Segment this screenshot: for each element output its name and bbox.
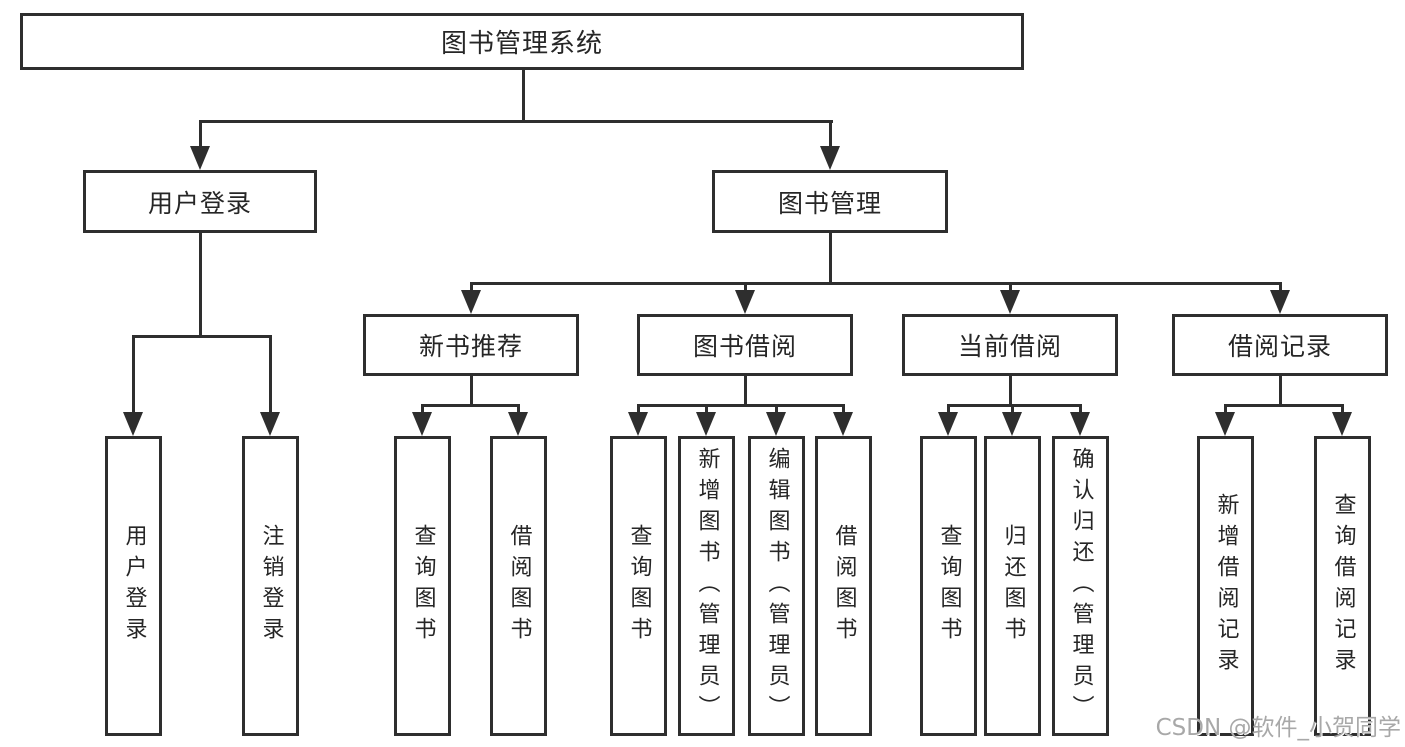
arrow-down-icon bbox=[1002, 412, 1022, 436]
arrow-down-icon bbox=[1270, 290, 1290, 314]
connector-shaft bbox=[705, 404, 708, 416]
connector-root-stem bbox=[522, 70, 525, 120]
leaf-confirm-return-admin-label: 确认归还（管理员） bbox=[1068, 446, 1094, 726]
arrow-down-icon bbox=[508, 412, 528, 436]
connector-stem bbox=[470, 376, 473, 406]
leaf-logout-label: 注销登录 bbox=[258, 524, 284, 648]
connector-shaft bbox=[132, 335, 135, 415]
connector-shaft bbox=[842, 404, 845, 416]
connector-shaft bbox=[1341, 404, 1344, 416]
connector-level3-bus bbox=[470, 282, 1282, 285]
connector-shaft bbox=[1279, 282, 1282, 294]
arrow-down-icon bbox=[735, 290, 755, 314]
node-current-borrow: 当前借阅 bbox=[902, 314, 1118, 376]
leaf-query-book-3: 查询图书 bbox=[920, 436, 977, 736]
connector-bus bbox=[1224, 404, 1344, 407]
leaf-return-book-label: 归还图书 bbox=[1000, 524, 1026, 648]
arrow-down-icon bbox=[123, 412, 143, 436]
node-current-borrow-label: 当前借阅 bbox=[957, 332, 1062, 361]
arrow-down-icon bbox=[412, 412, 432, 436]
node-user-login: 用户登录 bbox=[83, 170, 317, 233]
node-book-management: 图书管理 bbox=[712, 170, 948, 233]
node-book-borrow: 图书借阅 bbox=[637, 314, 853, 376]
connector-shaft bbox=[829, 120, 832, 148]
connector-shaft bbox=[775, 404, 778, 416]
connector-bus bbox=[132, 335, 272, 338]
connector-level2-bus bbox=[199, 120, 833, 123]
connector-shaft bbox=[199, 120, 202, 148]
leaf-query-book-1-label: 查询图书 bbox=[410, 524, 436, 648]
leaf-borrow-book-1: 借阅图书 bbox=[490, 436, 547, 736]
connector-shaft bbox=[1224, 404, 1227, 416]
connector-stem bbox=[199, 233, 202, 335]
connector-shaft bbox=[470, 282, 473, 294]
node-root: 图书管理系统 bbox=[20, 13, 1024, 70]
leaf-confirm-return-admin: 确认归还（管理员） bbox=[1052, 436, 1109, 736]
node-new-book-recommend: 新书推荐 bbox=[363, 314, 579, 376]
leaf-query-book-2-label: 查询图书 bbox=[626, 524, 652, 648]
leaf-add-book-admin: 新增图书（管理员） bbox=[678, 436, 735, 736]
leaf-query-book-2: 查询图书 bbox=[610, 436, 667, 736]
arrow-down-icon bbox=[260, 412, 280, 436]
connector-bus bbox=[637, 404, 845, 407]
arrow-down-icon bbox=[190, 146, 210, 170]
arrow-down-icon bbox=[1000, 290, 1020, 314]
leaf-borrow-book-2: 借阅图书 bbox=[815, 436, 872, 736]
arrow-down-icon bbox=[833, 412, 853, 436]
connector-shaft bbox=[637, 404, 640, 416]
leaf-query-book-3-label: 查询图书 bbox=[936, 524, 962, 648]
connector-shaft bbox=[1079, 404, 1082, 416]
node-new-book-recommend-label: 新书推荐 bbox=[418, 332, 523, 361]
connector-bus bbox=[947, 404, 1081, 407]
arrow-down-icon bbox=[461, 290, 481, 314]
leaf-logout: 注销登录 bbox=[242, 436, 299, 736]
arrow-down-icon bbox=[1215, 412, 1235, 436]
arrow-down-icon bbox=[766, 412, 786, 436]
node-book-management-label: 图书管理 bbox=[777, 188, 882, 218]
leaf-edit-book-admin: 编辑图书（管理员） bbox=[748, 436, 805, 736]
connector-stem bbox=[744, 376, 747, 406]
leaf-borrow-book-1-label: 借阅图书 bbox=[506, 524, 532, 648]
leaf-return-book: 归还图书 bbox=[984, 436, 1041, 736]
node-borrow-record-label: 借阅记录 bbox=[1227, 332, 1332, 361]
arrow-down-icon bbox=[1070, 412, 1090, 436]
csdn-watermark: CSDN @软件_小贺同学 bbox=[1155, 715, 1401, 741]
connector-shaft bbox=[1011, 404, 1014, 416]
node-root-label: 图书管理系统 bbox=[440, 29, 603, 59]
leaf-query-borrow-record: 查询借阅记录 bbox=[1314, 436, 1371, 736]
leaf-user-login: 用户登录 bbox=[105, 436, 162, 736]
connector-shaft bbox=[947, 404, 950, 416]
arrow-down-icon bbox=[820, 146, 840, 170]
leaf-query-book-1: 查询图书 bbox=[394, 436, 451, 736]
connector-shaft bbox=[269, 335, 272, 415]
arrow-down-icon bbox=[628, 412, 648, 436]
leaf-add-book-admin-label: 新增图书（管理员） bbox=[694, 446, 720, 726]
leaf-edit-book-admin-label: 编辑图书（管理员） bbox=[764, 446, 790, 726]
arrow-down-icon bbox=[938, 412, 958, 436]
leaf-add-borrow-record-label: 新增借阅记录 bbox=[1213, 493, 1239, 679]
connector-shaft bbox=[1009, 282, 1012, 294]
arrow-down-icon bbox=[696, 412, 716, 436]
leaf-borrow-book-2-label: 借阅图书 bbox=[831, 524, 857, 648]
leaf-add-borrow-record: 新增借阅记录 bbox=[1197, 436, 1254, 736]
connector-stem bbox=[1009, 376, 1012, 406]
leaf-user-login-label: 用户登录 bbox=[121, 524, 147, 648]
node-book-borrow-label: 图书借阅 bbox=[692, 332, 797, 361]
arrow-down-icon bbox=[1332, 412, 1352, 436]
connector-stem bbox=[1279, 376, 1282, 406]
connector-shaft bbox=[421, 404, 424, 416]
connector-stem bbox=[829, 233, 832, 282]
node-borrow-record: 借阅记录 bbox=[1172, 314, 1388, 376]
connector-bus bbox=[421, 404, 519, 407]
connector-shaft bbox=[517, 404, 520, 416]
connector-shaft bbox=[744, 282, 747, 294]
leaf-query-borrow-record-label: 查询借阅记录 bbox=[1330, 493, 1356, 679]
node-user-login-label: 用户登录 bbox=[147, 188, 252, 218]
